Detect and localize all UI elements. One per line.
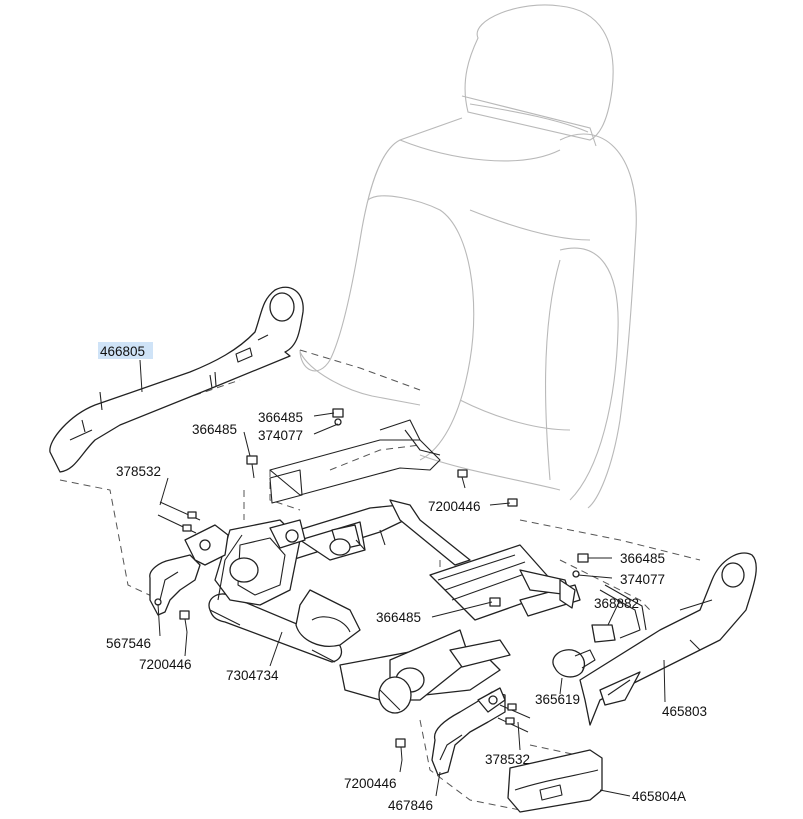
part-labels: 466805 366485 374077 366485 378532 72004… [98,342,707,813]
bolt-7200446-front [395,738,406,761]
label-465804A[interactable]: 465804A [632,789,686,804]
front-trim-cover [507,749,603,813]
label-374077-a[interactable]: 374077 [258,428,303,443]
bolt-7200446-left [179,610,190,633]
label-7200446-a[interactable]: 7200446 [428,499,481,514]
bolt-7200446-right [507,498,518,507]
left-front-bracket [149,524,229,616]
label-378532-a[interactable]: 378532 [116,464,161,479]
label-highlight [98,342,153,359]
bolt-366485-rear [572,553,589,578]
callout-leaders [139,359,666,797]
label-366485-b[interactable]: 366485 [192,422,237,437]
label-374077-b[interactable]: 374077 [620,572,665,587]
label-365619[interactable]: 365619 [535,692,580,707]
label-465803[interactable]: 465803 [662,704,707,719]
bolt-366485-top [332,408,344,426]
label-378532-b[interactable]: 378532 [485,752,530,767]
right-side-trim-panel [579,552,757,726]
label-366485-c[interactable]: 366485 [620,551,665,566]
left-side-trim-panel [49,286,304,473]
label-7200446-b[interactable]: 7200446 [139,657,192,672]
label-366485-d[interactable]: 366485 [376,610,421,625]
label-368882[interactable]: 368882 [594,596,639,611]
seat-base-frame [208,499,581,714]
bolt-366485-left [246,455,258,479]
right-front-bracket [431,687,506,776]
rear-cross-rail [269,419,441,504]
fastener-bolts [157,408,589,761]
bolts-378532-left [157,501,201,534]
adjuster-handle [552,584,647,678]
label-7304734[interactable]: 7304734 [226,668,279,683]
bolt-7200446-mid [457,469,468,489]
bolts-378532-right [497,703,531,733]
seat-outline [299,4,637,509]
label-7200446-c[interactable]: 7200446 [344,776,397,791]
label-467846[interactable]: 467846 [388,798,433,813]
label-366485-a[interactable]: 366485 [258,410,303,425]
label-567546[interactable]: 567546 [106,636,151,651]
label-466805[interactable]: 466805 [100,344,145,359]
